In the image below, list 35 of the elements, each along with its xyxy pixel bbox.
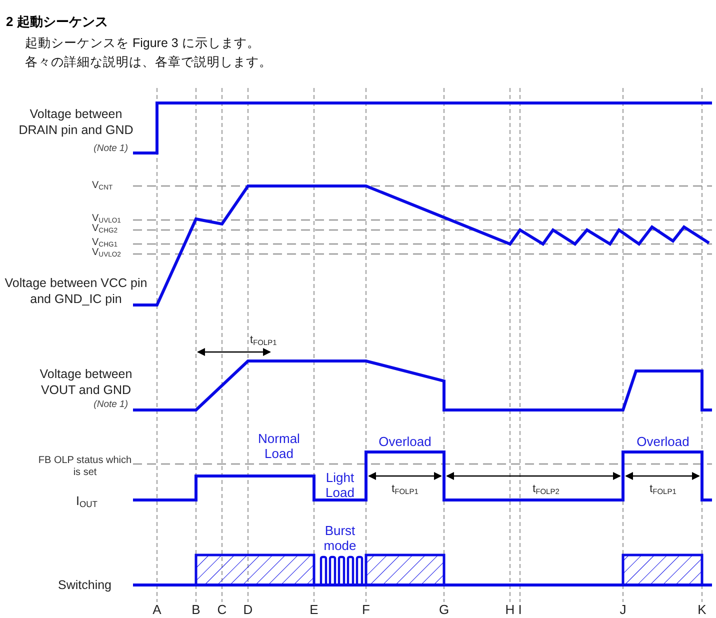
signal-name: Switching <box>58 577 112 594</box>
time-marker: H <box>504 602 516 618</box>
level-label: V$_{CNT}$ <box>92 181 114 191</box>
time-marker: C <box>216 602 228 618</box>
time-marker: A <box>152 602 162 618</box>
time-label: t$_{FOLP1}$ <box>250 334 278 348</box>
time-marker: E <box>308 602 320 618</box>
note: (Note 1) <box>92 143 128 154</box>
time-label: t$_{FOLP2}$ <box>532 483 560 496</box>
time-marker: D <box>242 602 254 618</box>
signal-name: Voltage between DRAIN pin and GND <box>18 106 134 138</box>
time-marker: B <box>190 602 202 618</box>
time-marker: J <box>618 602 628 618</box>
time-label: t$_{FOLP1}$ <box>390 483 420 496</box>
state-label: Overload <box>378 435 432 450</box>
level-label: V$_{CHG1}$ <box>92 238 119 248</box>
paragraph: 起動シーケンスを Figure 3 に示します。 <box>25 36 261 51</box>
time-marker: F <box>361 602 371 618</box>
signal-name: Voltage between VOUT and GND <box>38 366 134 398</box>
level-label: V$_{UVLO2}$ <box>92 248 122 258</box>
state-label: Normal Load <box>257 432 301 462</box>
signal-name: FB OLP status which is set <box>38 455 132 478</box>
state-label: Overload <box>636 435 690 450</box>
time-marker: G <box>438 602 450 618</box>
state-label: Burst mode <box>322 524 358 554</box>
time-marker: K <box>696 602 708 618</box>
state-label: Light Load <box>324 471 356 501</box>
level-label: V$_{UVLO1}$ <box>92 214 122 224</box>
time-label: t$_{FOLP1}$ <box>648 483 678 496</box>
level-label: V$_{CHG2}$ <box>92 224 119 234</box>
signal-name: I$_{OUT}$ <box>76 493 98 510</box>
note: (Note 1) <box>92 399 128 410</box>
signal-name: Voltage between VCC pin and GND_IC pin <box>4 275 148 308</box>
section-heading: 2 起動シーケンス <box>6 14 109 30</box>
paragraph: 各々の詳細な説明は、各章で説明します。 <box>25 55 273 70</box>
